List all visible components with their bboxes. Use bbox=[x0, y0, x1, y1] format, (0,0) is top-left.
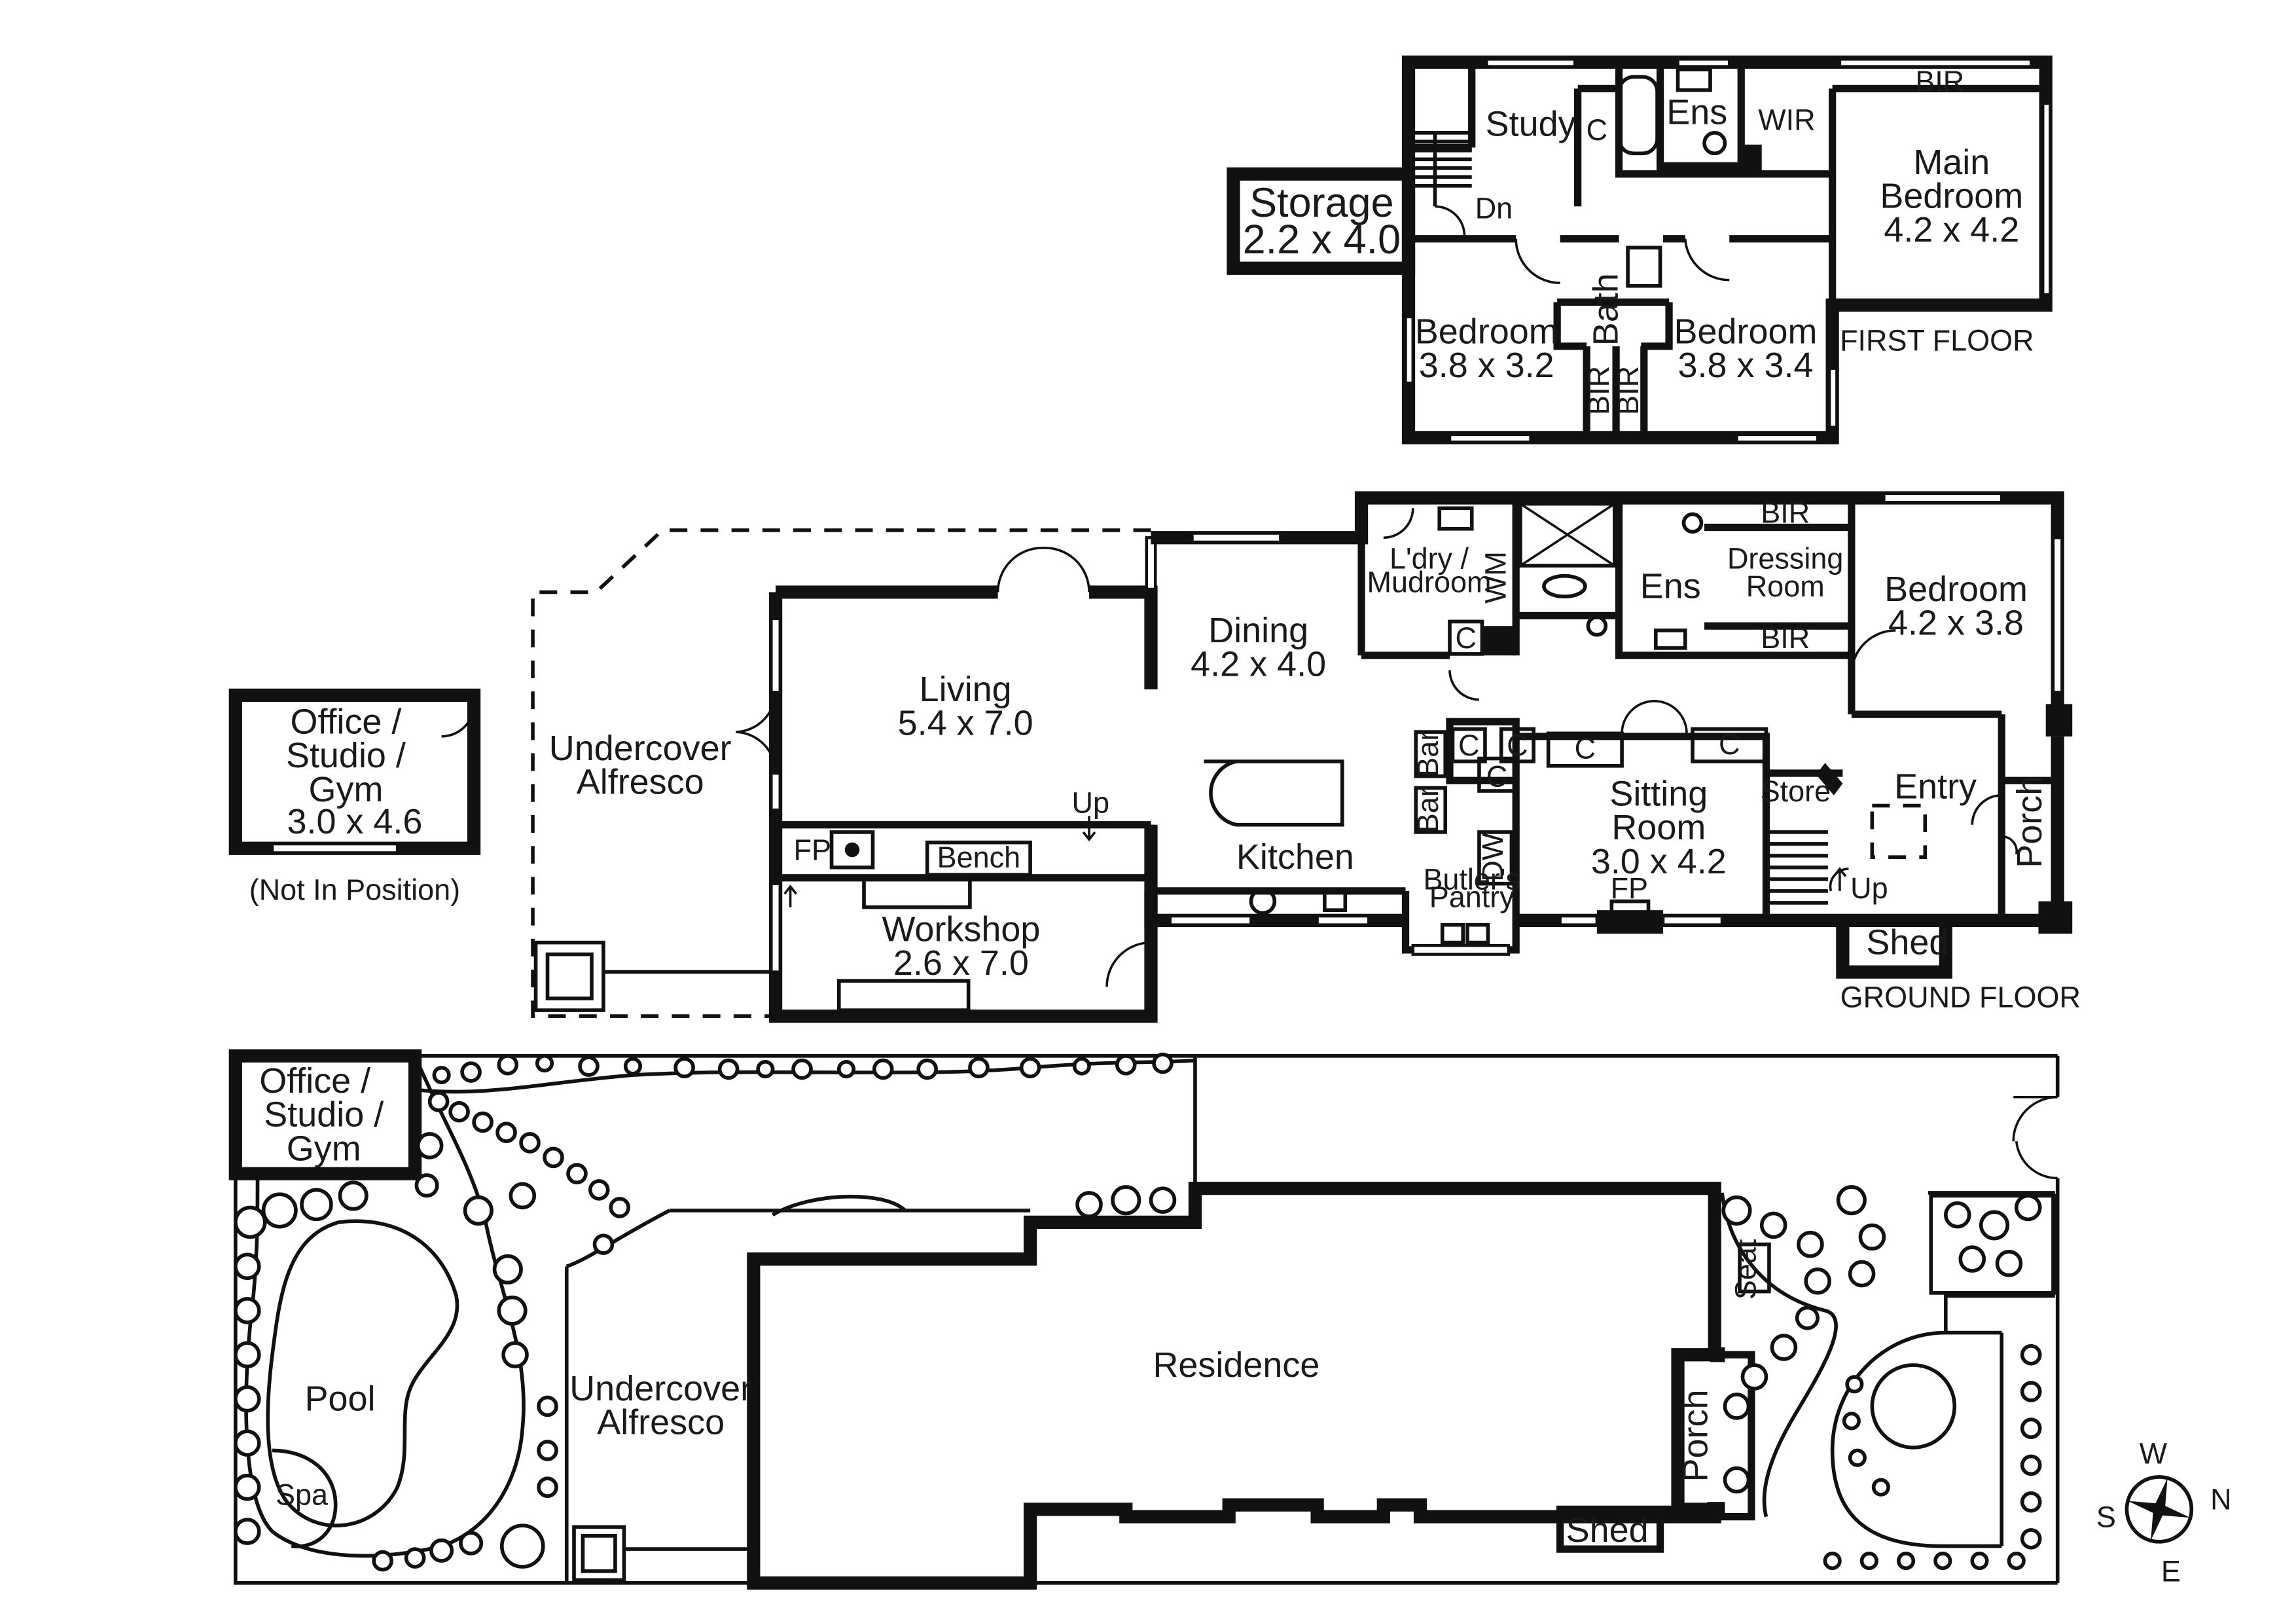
compass-n: N bbox=[2210, 1482, 2231, 1516]
stepping-stones bbox=[427, 1091, 631, 1255]
room-label-shed: Shed bbox=[1866, 923, 1948, 962]
room-dim-dining: 4.2 x 4.0 bbox=[1191, 645, 1326, 684]
compass: W N S E bbox=[2096, 1437, 2232, 1588]
room-label-sitting-2: Room bbox=[1611, 808, 1706, 847]
room-label-dressing-2: Room bbox=[1746, 570, 1825, 603]
room-label-bir-right: BIR bbox=[1611, 366, 1645, 415]
compass-s: S bbox=[2096, 1500, 2116, 1533]
bar-label-2: Bar bbox=[1411, 787, 1444, 833]
room-label-main-bedroom-2: Bedroom bbox=[1880, 177, 2023, 216]
room-label-bedroom-b: Bedroom bbox=[1674, 312, 1818, 351]
stairs-up-label-living: Up bbox=[1072, 786, 1110, 820]
site-label-porch: Porch bbox=[1676, 1389, 1715, 1482]
room-dim-living: 5.4 x 7.0 bbox=[898, 704, 1033, 743]
room-label-bir-bottom: BIR bbox=[1761, 621, 1810, 655]
room-label-laundry-2: Mudroom bbox=[1367, 565, 1492, 598]
room-label-bath: Bath bbox=[1586, 273, 1625, 346]
cupboard-label-2: C bbox=[1507, 729, 1528, 762]
room-label-bir-left: BIR bbox=[1582, 366, 1615, 415]
site-label-pool: Pool bbox=[304, 1379, 375, 1419]
room-label-bir-top: BIR bbox=[1761, 496, 1810, 530]
first-floor-labels: Storage 2.2 x 4.0 Study C Dn Ens WIR BIR… bbox=[1243, 65, 2034, 415]
room-label-butlers-1: Butler's bbox=[1423, 863, 1520, 896]
room-label-office-2: Studio / bbox=[286, 736, 406, 775]
site-label-shed: Shed bbox=[1566, 1510, 1649, 1550]
room-label-bedroom-ground: Bedroom bbox=[1884, 570, 2028, 609]
cupboard-label-3: C bbox=[1575, 732, 1596, 765]
compass-e: E bbox=[2161, 1555, 2181, 1588]
room-label-dressing-1: Dressing bbox=[1727, 541, 1843, 575]
room-dim-bedroom-a: 3.8 x 3.2 bbox=[1419, 346, 1554, 385]
room-label-office-3: Gym bbox=[309, 770, 384, 809]
site-label-office-2: Studio / bbox=[264, 1095, 384, 1135]
room-label-storage: Storage bbox=[1249, 180, 1394, 226]
room-label-workshop: Workshop bbox=[882, 909, 1040, 949]
ground-floor-plan bbox=[228, 491, 2073, 1023]
site-label-residence: Residence bbox=[1153, 1345, 1319, 1385]
stairs-up-label-entry: Up bbox=[1850, 871, 1888, 905]
cupboard-label-4: C bbox=[1719, 727, 1740, 761]
first-floor-title: FIRST FLOOR bbox=[1840, 324, 2034, 357]
room-label-wir: WIR bbox=[1758, 103, 1815, 136]
room-label-ensuite: Ens bbox=[1666, 92, 1727, 132]
cupboard-label-1: C bbox=[1458, 729, 1479, 762]
room-dim-office: 3.0 x 4.6 bbox=[287, 802, 422, 841]
site-label-seat: Seat bbox=[1729, 1239, 1763, 1300]
room-dim-main-bedroom: 4.2 x 4.2 bbox=[1884, 210, 2019, 249]
fireplace-label-sitting: FP bbox=[1611, 871, 1648, 905]
site-label-office-1: Office / bbox=[259, 1061, 370, 1101]
site-label-spa: Spa bbox=[276, 1478, 329, 1512]
room-dim-bedroom-b: 3.8 x 3.4 bbox=[1677, 346, 1813, 385]
room-label-study: Study bbox=[1486, 104, 1576, 143]
cupboard-label-laundry: C bbox=[1455, 621, 1476, 655]
room-label-main-bedroom-1: Main bbox=[1913, 143, 1990, 182]
room-label-dining: Dining bbox=[1208, 611, 1308, 650]
office-position-note: (Not In Position) bbox=[249, 873, 460, 906]
room-label-store: Store bbox=[1761, 775, 1831, 808]
room-label-butlers-2: Pantry bbox=[1429, 881, 1515, 914]
ground-floor-title: GROUND FLOOR bbox=[1840, 981, 2081, 1014]
room-label-bedroom-a: Bedroom bbox=[1415, 312, 1558, 351]
bench-label: Bench bbox=[937, 841, 1021, 874]
ground-floor-labels: Office / Studio / Gym 3.0 x 4.6 (Not In … bbox=[249, 496, 2081, 1014]
room-dim-workshop: 2.6 x 7.0 bbox=[893, 943, 1029, 983]
cupboard-label-5: C bbox=[1486, 759, 1507, 793]
dishwasher-label: DW bbox=[1476, 832, 1509, 881]
room-label-living: Living bbox=[920, 670, 1012, 709]
fireplace-label-living: FP bbox=[794, 833, 831, 867]
site-label-alfresco-1: Undercover bbox=[569, 1369, 752, 1408]
room-dim-storage: 2.2 x 4.0 bbox=[1243, 217, 1401, 263]
room-label-porch: Porch bbox=[2010, 776, 2049, 868]
room-label-laundry-1: L'dry / bbox=[1390, 541, 1469, 575]
first-floor-plan bbox=[1227, 55, 2053, 445]
room-label-office-1: Office / bbox=[290, 702, 401, 741]
room-label-entry: Entry bbox=[1894, 767, 1977, 806]
compass-w: W bbox=[2140, 1437, 2168, 1470]
site-shrubs bbox=[233, 1052, 2042, 1572]
room-dim-bedroom-ground: 4.2 x 3.8 bbox=[1888, 604, 2024, 643]
room-label-ensuite-ground: Ens bbox=[1640, 566, 1701, 606]
stairs-down-label: Dn bbox=[1475, 191, 1513, 225]
room-label-alfresco-2: Alfresco bbox=[577, 763, 704, 802]
site-plan bbox=[228, 1049, 2060, 1590]
room-label-alfresco-1: Undercover bbox=[549, 729, 732, 768]
washing-machine-label: WM bbox=[1479, 551, 1512, 604]
room-label-sitting-1: Sitting bbox=[1609, 775, 1708, 814]
room-dim-sitting: 3.0 x 4.2 bbox=[1591, 842, 1727, 881]
site-plan-labels: Office / Studio / Gym Pool Spa Undercove… bbox=[259, 1061, 1762, 1550]
site-label-office-3: Gym bbox=[287, 1129, 361, 1168]
room-label-bir-main: BIR bbox=[1915, 65, 1964, 98]
bar-label-1: Bar bbox=[1411, 731, 1444, 777]
cupboard-label: C bbox=[1587, 113, 1607, 147]
site-label-alfresco-2: Alfresco bbox=[597, 1403, 725, 1442]
room-label-kitchen: Kitchen bbox=[1236, 837, 1354, 877]
